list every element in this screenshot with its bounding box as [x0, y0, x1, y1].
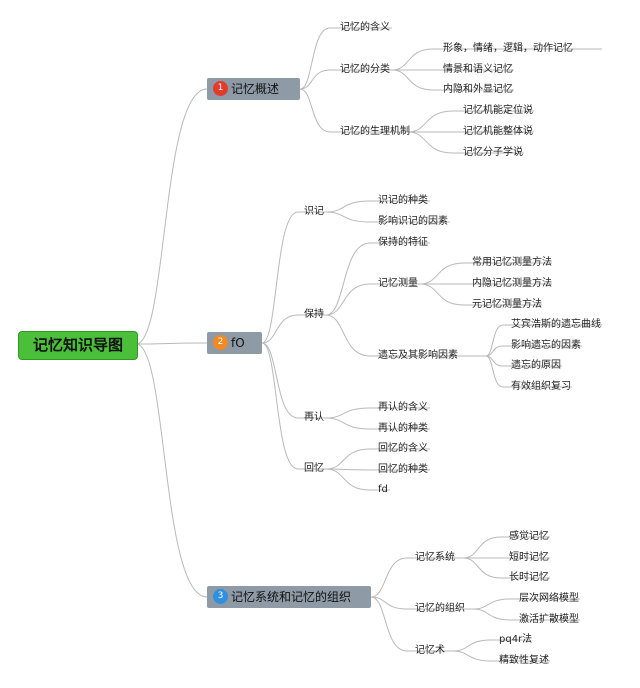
node-measure[interactable]: 记忆测量	[378, 278, 418, 289]
leaf-node[interactable]: 记忆分子学说	[463, 147, 523, 158]
leaf-node[interactable]: 影响遗忘的因素	[511, 340, 581, 351]
connector-curve	[325, 417, 430, 430]
connector-curve	[407, 131, 524, 154]
connector-curve	[370, 596, 473, 610]
connector-curve	[325, 314, 486, 357]
node-memory-organization[interactable]: 记忆的组织	[415, 603, 465, 614]
branch-label: fO	[231, 336, 245, 350]
node-retain[interactable]: 保持	[304, 309, 324, 320]
leaf-node[interactable]: 遗忘的原因	[511, 360, 561, 371]
connector-curve	[325, 448, 430, 470]
leaf-node[interactable]: 记忆机能整体说	[463, 126, 533, 137]
connector-curve	[261, 342, 326, 419]
leaf-node[interactable]: 精致性复述	[499, 655, 549, 666]
connector-curve	[325, 200, 430, 213]
number-badge-icon: 2	[213, 335, 228, 350]
connector-curve	[325, 407, 430, 419]
connector-curve	[452, 639, 530, 652]
connector-curve	[391, 69, 514, 91]
leaf-node[interactable]: 长时记忆	[509, 572, 549, 583]
leaf-node[interactable]: pq4r法	[499, 634, 533, 645]
leaf-node[interactable]: 短时记忆	[509, 552, 549, 563]
connector-curve	[419, 262, 552, 285]
leaf-node[interactable]: 回忆的种类	[378, 464, 428, 475]
leaf-node[interactable]: 感觉记忆	[509, 531, 549, 542]
leaf-node[interactable]: 识记的种类	[378, 195, 428, 206]
leaf-node[interactable]: 元记忆测量方法	[472, 299, 542, 310]
number-badge-icon: 1	[213, 81, 228, 96]
leaf-node[interactable]: 记忆机能定位说	[463, 105, 533, 116]
connector-curve	[135, 342, 208, 345]
connector-curve	[325, 468, 390, 491]
connector-curve	[135, 343, 208, 598]
connector-curve	[325, 211, 450, 223]
connector-curve	[299, 88, 408, 133]
leaf-node[interactable]: 形象，情绪，逻辑，动作记忆	[443, 43, 573, 54]
branch-label: 记忆概述	[231, 82, 280, 96]
node-forget[interactable]: 遗忘及其影响因素	[378, 350, 458, 361]
connector-curve	[485, 324, 602, 357]
connector-curve	[299, 27, 392, 90]
connector-curve	[325, 242, 430, 316]
node-memory-mechanism[interactable]: 记忆的生理机制	[340, 126, 410, 137]
connector-curve	[407, 110, 534, 133]
leaf-node[interactable]: 激活扩散模型	[519, 614, 579, 625]
connector-curve	[485, 355, 572, 388]
connector-curve	[452, 650, 550, 662]
node-recall[interactable]: 回忆	[304, 463, 324, 474]
leaf-node[interactable]: 内隐记忆测量方法	[472, 278, 552, 289]
leaf-node[interactable]: fd	[378, 484, 388, 495]
connector-curve	[485, 345, 582, 357]
node-memory-meaning[interactable]: 记忆的含义	[340, 22, 390, 33]
node-encode[interactable]: 识记	[304, 206, 324, 217]
leaf-node[interactable]: 回忆的含义	[378, 443, 428, 454]
connector-curve	[462, 536, 550, 559]
connector-curve	[472, 608, 580, 621]
node-mnemonics[interactable]: 记忆术	[415, 645, 445, 656]
connector-curve	[261, 342, 326, 470]
connector-curve	[299, 69, 392, 90]
node-memory-system[interactable]: 记忆系统	[415, 552, 455, 563]
leaf-node[interactable]: 常用记忆测量方法	[472, 257, 552, 268]
leaf-node[interactable]: 有效组织复习	[511, 381, 571, 392]
connector-curve	[391, 48, 602, 71]
node-recognize[interactable]: 再认	[304, 412, 324, 423]
root-node[interactable]: 记忆知识导图	[18, 331, 138, 360]
connector-curve	[472, 598, 580, 610]
leaf-node[interactable]: 情景和语义记忆	[443, 64, 513, 75]
number-badge-icon: 3	[213, 589, 228, 604]
leaf-node[interactable]: 影响识记的因素	[378, 216, 448, 227]
connector-curve	[261, 211, 326, 344]
connector-curve	[370, 596, 453, 652]
leaf-node[interactable]: 再认的含义	[378, 402, 428, 413]
connector-curve	[135, 88, 208, 345]
connector-curve	[325, 283, 420, 316]
connector-curve	[261, 314, 326, 344]
leaf-node[interactable]: 保持的特征	[378, 237, 428, 248]
connector-curve	[370, 557, 463, 598]
node-memory-classify[interactable]: 记忆的分类	[340, 64, 390, 75]
leaf-node[interactable]: 内隐和外显记忆	[443, 84, 513, 95]
branch-label: 记忆系统和记忆的组织	[231, 590, 352, 604]
connector-curve	[462, 557, 550, 579]
leaf-node[interactable]: 再认的种类	[378, 423, 428, 434]
connector-curve	[325, 468, 430, 471]
connector-curve	[419, 283, 542, 306]
leaf-node[interactable]: 艾宾浩斯的遗忘曲线	[511, 319, 601, 330]
leaf-node[interactable]: 层次网络模型	[519, 593, 579, 604]
